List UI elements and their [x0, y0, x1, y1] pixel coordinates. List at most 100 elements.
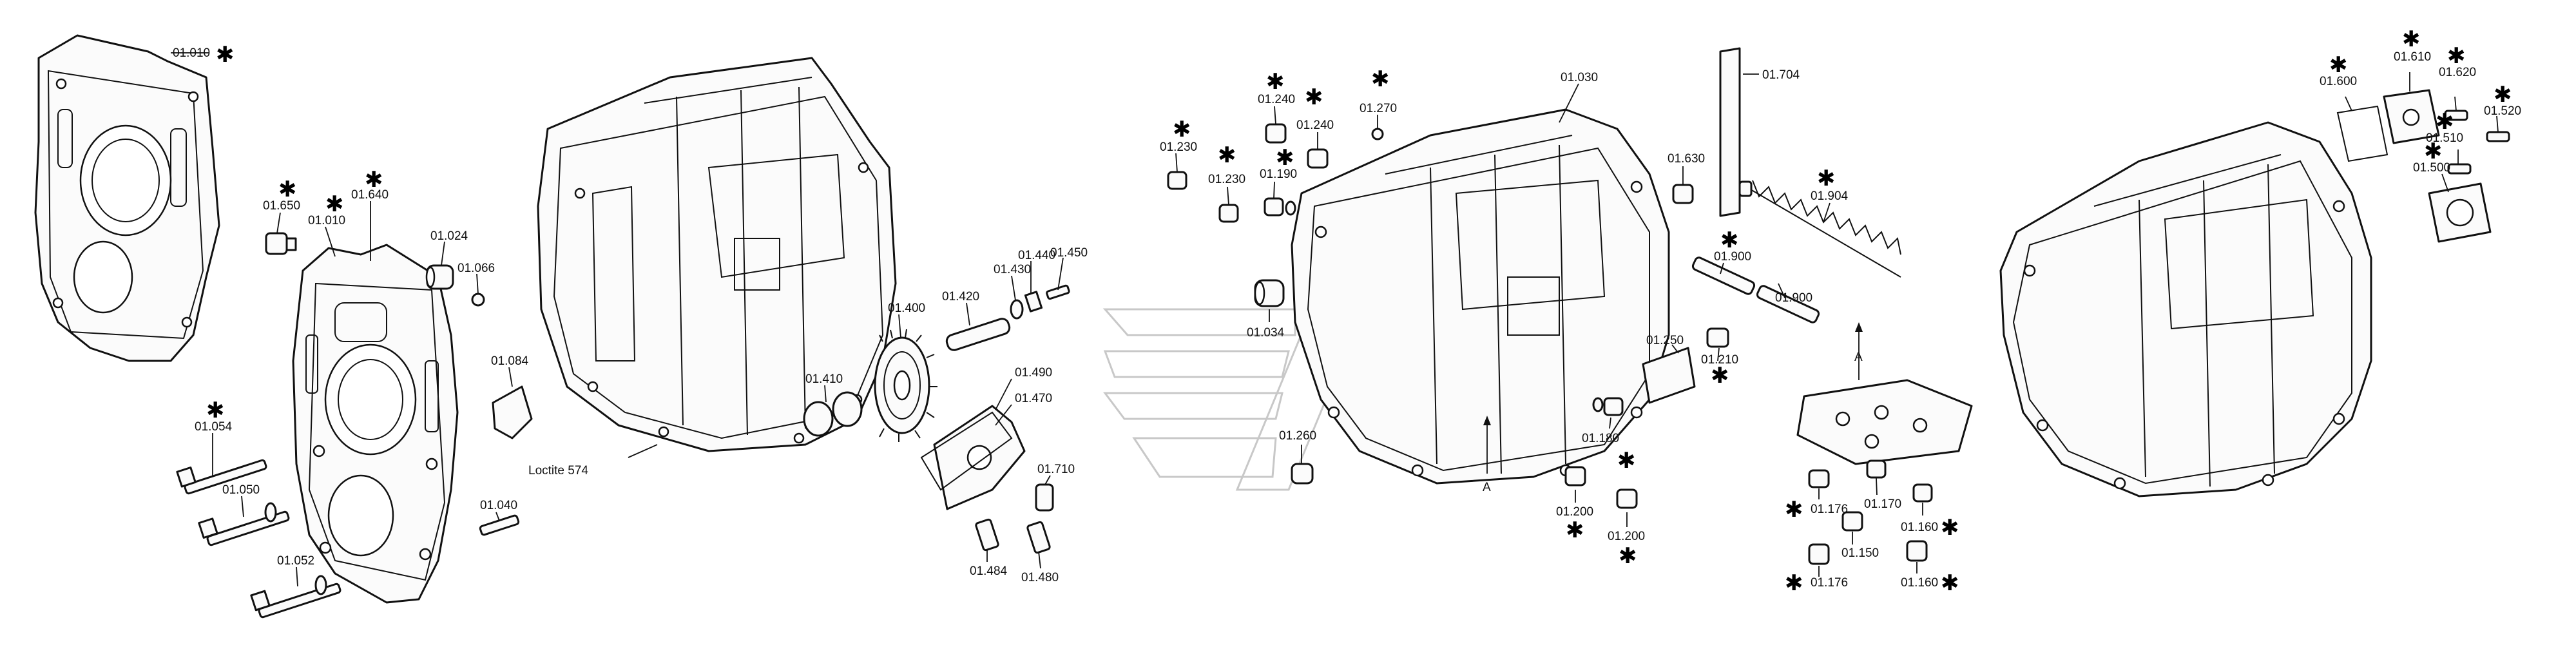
label-01030: 01.030: [1561, 71, 1598, 84]
label-01410: 01.410: [805, 372, 843, 386]
bolt-01052: [250, 575, 341, 619]
plug-01176a: [1808, 469, 1830, 488]
plug-01176b: [1808, 543, 1830, 565]
label-01200b: 01.200: [1608, 530, 1645, 543]
label-01470: 01.470: [1015, 392, 1052, 405]
svg-text:A: A: [1854, 351, 1863, 364]
plug-01190: [1264, 197, 1296, 217]
label-01620: 01.620: [2439, 66, 2476, 79]
star-icon: ✱: [1305, 84, 1323, 110]
label-01210: 01.210: [1701, 353, 1738, 367]
star-icon: ✱: [1218, 142, 1236, 168]
star-icon: ✱: [216, 42, 235, 68]
star-icon: ✱: [1941, 570, 1959, 596]
label-01034: 01.034: [1247, 326, 1285, 340]
star-icon: ✱: [2329, 52, 2348, 78]
label-01010b: 01.010: [308, 214, 345, 227]
label-01260: 01.260: [1279, 429, 1316, 443]
label-01520: 01.520: [2484, 104, 2521, 118]
plug-01180: [1592, 397, 1624, 416]
star-icon: ✱: [2447, 43, 2466, 69]
label-01230a: 01.230: [1160, 140, 1197, 154]
label-01040: 01.040: [480, 499, 517, 512]
seal-01650: [265, 232, 297, 255]
view-arrow-a-left: A: [1483, 416, 1491, 494]
cover-01490: [933, 405, 1026, 510]
shift-rod-01900a: [1691, 256, 1756, 295]
star-icon: ✱: [1785, 570, 1803, 596]
label-01050: 01.050: [222, 483, 260, 497]
plug-01230b: [1218, 204, 1239, 223]
star-icon: ✱: [1941, 515, 1959, 541]
bolt-01484: [975, 518, 999, 552]
cover-01500: [2428, 182, 2492, 243]
label-01450: 01.450: [1050, 246, 1088, 260]
plate-01440: [1024, 291, 1043, 313]
seal-01704: [1719, 47, 1741, 217]
label-01420: 01.420: [942, 290, 979, 304]
star-icon: ✱: [206, 398, 225, 423]
label-01400: 01.400: [888, 302, 925, 315]
star-icon: ✱: [2424, 139, 2443, 164]
label-01704: 01.704: [1762, 68, 1800, 82]
label-01170: 01.170: [1864, 497, 1901, 511]
label-01084: 01.084: [491, 354, 529, 368]
plug-01630: [1672, 184, 1694, 204]
star-icon: ✱: [1817, 166, 1836, 191]
gasket-01600: [2336, 105, 2389, 162]
label-01054: 01.054: [195, 420, 233, 434]
cover-plate-rear: [34, 34, 220, 362]
label-01500: 01.500: [2413, 161, 2450, 175]
label-01200a: 01.200: [1556, 505, 1593, 519]
label-01160b: 01.160: [1901, 576, 1938, 590]
label-01010a: 01.010: [173, 46, 210, 60]
label-01630: 01.630: [1668, 152, 1705, 166]
star-icon: ✱: [1276, 145, 1294, 171]
pin-01040: [479, 514, 520, 536]
label-01190: 01.190: [1260, 168, 1297, 181]
label-01904: 01.904: [1811, 189, 1849, 203]
plug-01200a: [1564, 466, 1586, 487]
label-01240b: 01.240: [1296, 119, 1334, 132]
star-icon: ✱: [2436, 109, 2454, 135]
star-icon: ✱: [325, 191, 344, 217]
sleeve-01034: [1254, 279, 1285, 307]
bushing-01024: [425, 264, 454, 290]
star-icon: ✱: [1619, 543, 1637, 569]
star-icon: ✱: [1173, 117, 1191, 142]
bolt-01480: [1026, 521, 1051, 554]
label-01150: 01.150: [1841, 546, 1879, 560]
label-01024: 01.024: [430, 229, 468, 243]
label-01176a: 01.176: [1811, 503, 1848, 516]
shaft-01420: [945, 318, 1011, 351]
bolt-01050: [198, 502, 290, 546]
main-housing-left: [537, 57, 897, 452]
plug-01210: [1706, 327, 1729, 348]
cover-01610: [2383, 89, 2440, 144]
gasket-01470: [920, 411, 1013, 491]
plug-01200b: [1616, 488, 1638, 509]
star-icon: ✱: [1711, 363, 1729, 389]
label-01480: 01.480: [1021, 571, 1059, 584]
main-housing-right: [1999, 121, 2372, 497]
label-01430: 01.430: [994, 263, 1031, 276]
label-01710: 01.710: [1037, 463, 1075, 476]
plug-01240b: [1307, 148, 1329, 169]
star-icon: ✱: [1566, 517, 1584, 543]
label-01610: 01.610: [2394, 50, 2431, 64]
bolt-01510: [2447, 163, 2472, 175]
view-arrow-a-right: A: [1854, 322, 1863, 380]
label-01490: 01.490: [1015, 366, 1052, 380]
label-01900b: 01.900: [1775, 291, 1812, 305]
plug-01240a: [1265, 123, 1287, 144]
label-01240a: 01.240: [1258, 93, 1295, 106]
leader-lines: [171, 52, 2499, 587]
star-icon: ✱: [1371, 66, 1390, 92]
part-labels: 01.010 ✱ 01.650 ✱ 01.010 ✱ 01.640 ✱ 01.0…: [173, 26, 2521, 596]
label-01052: 01.052: [277, 554, 314, 568]
label-01650: 01.650: [263, 199, 300, 213]
bolt-01520: [2486, 131, 2510, 142]
label-01640: 01.640: [351, 188, 389, 202]
label-01250: 01.250: [1646, 334, 1684, 347]
star-icon: ✱: [2494, 82, 2512, 108]
